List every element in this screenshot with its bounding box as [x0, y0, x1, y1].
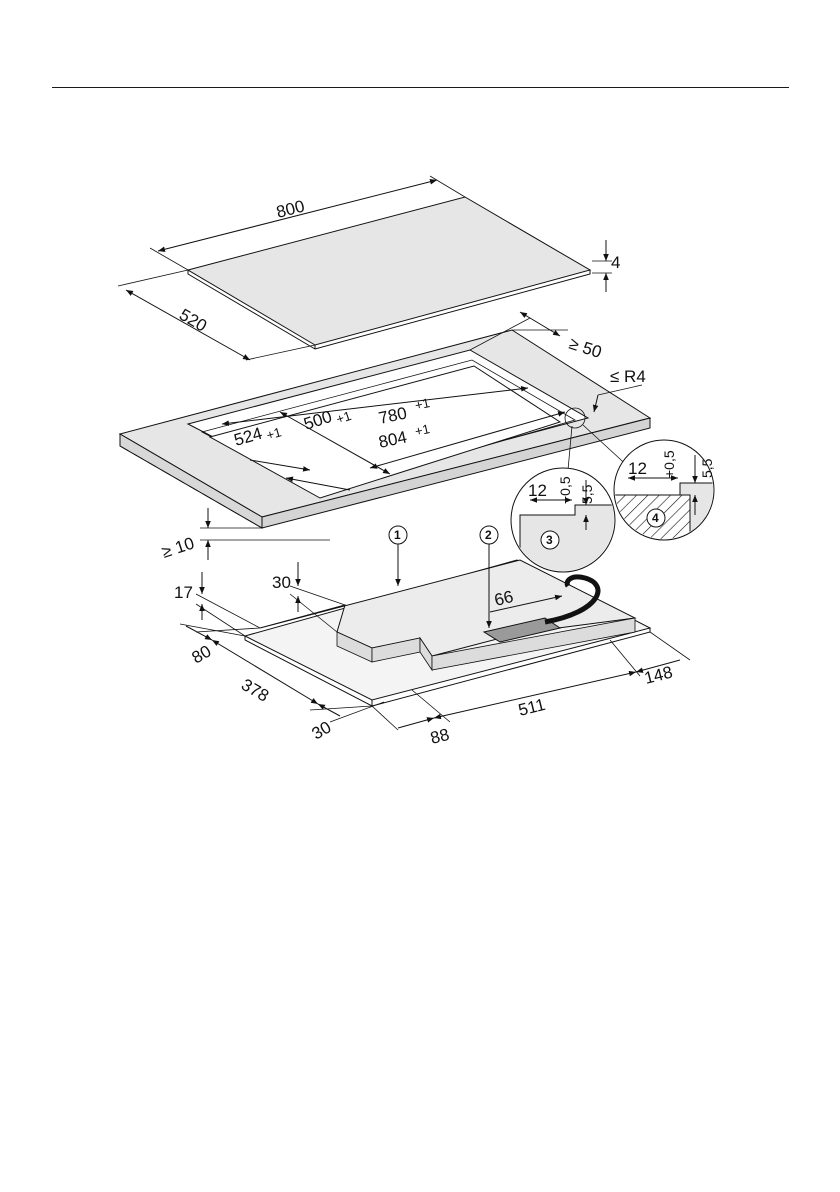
label-height-step: 30 [272, 573, 291, 592]
dimension-glass-thickness: 4 [592, 240, 620, 292]
label-glass-width: 800 [274, 197, 306, 222]
marker-3: 3 [546, 533, 553, 547]
hob-glass [188, 197, 590, 349]
appliance-body [245, 560, 650, 706]
marker-1-callout: 1 [389, 526, 407, 586]
label-detail4-width: 12 [628, 459, 647, 478]
label-min-rear-distance: ≥ 50 [567, 334, 604, 362]
label-detail3-width: 12 [528, 481, 547, 500]
label-offset-right: 148 [642, 663, 674, 688]
label-min-front-distance: ≥ 10 [159, 534, 196, 562]
label-detail3-width-tol: +0,5 [557, 476, 573, 504]
marker-2: 2 [485, 528, 492, 542]
label-detail4-width-tol: +0,5 [661, 450, 677, 478]
detail-4: 12 +0,5 5,5 4 [610, 440, 720, 550]
label-cutout-length-tol: +1 [414, 421, 432, 439]
label-glass-thickness: 4 [611, 253, 620, 272]
label-depth-body: 378 [238, 675, 272, 706]
label-glass-depth: 520 [176, 305, 210, 336]
marker-1: 1 [394, 528, 401, 542]
label-corner-radius: ≤ R4 [610, 367, 646, 386]
label-height-total: 17 [174, 583, 193, 602]
label-detail4-depth: 5,5 [699, 458, 715, 478]
label-offset-front: 80 [189, 642, 215, 668]
label-detail3-depth: 5,5 [579, 484, 595, 504]
marker-4: 4 [652, 511, 659, 525]
label-offset-left: 88 [428, 725, 451, 748]
label-rebate-length-tol: +1 [414, 395, 432, 413]
